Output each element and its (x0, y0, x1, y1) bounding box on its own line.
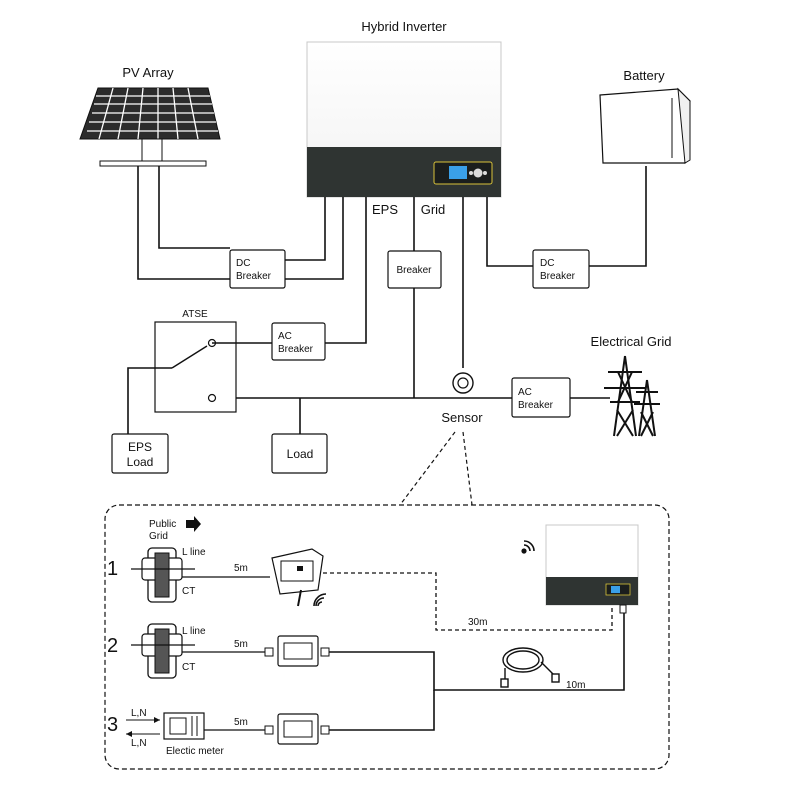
ct-clamp-icon (141, 547, 183, 603)
inverter-small-icon (545, 524, 639, 614)
row-2-ct-label: CT (182, 662, 195, 673)
solar-panel-icon (79, 87, 221, 167)
row-3-ln-bottom: L,N (131, 738, 147, 749)
distance-10m: 10m (566, 680, 585, 691)
dc-breaker-pv-line2: Breaker (236, 271, 272, 282)
wireless-meter-icon (271, 548, 324, 607)
ac-breaker-eps: AC Breaker (271, 322, 326, 361)
inverter-screen (449, 166, 467, 179)
ac-breaker-grid: AC Breaker (511, 377, 571, 418)
sensor-label: Sensor (441, 410, 483, 425)
callout-line-left (399, 431, 456, 506)
grid-breaker: Breaker (387, 250, 442, 289)
callout-line-right (462, 431, 473, 506)
public-grid-line2: Grid (149, 531, 168, 542)
wifi-signal-icon (313, 593, 327, 607)
grid-breaker-label: Breaker (396, 265, 432, 276)
battery-icon (599, 87, 691, 164)
electric-meter-icon (163, 712, 205, 740)
dc-breaker-pv: DC Breaker (229, 249, 286, 289)
load-box: Load (271, 433, 328, 474)
row-1-distance: 5m (234, 563, 248, 574)
atse-switch (154, 321, 237, 413)
grid-port-label: Grid (421, 202, 446, 217)
hybrid-inverter (306, 41, 502, 198)
link-30m (323, 572, 613, 631)
inverter-title: Hybrid Inverter (361, 19, 447, 34)
electrical-grid-title: Electrical Grid (591, 334, 672, 349)
transmission-tower-icon (604, 355, 660, 437)
eps-load-line1: EPS (128, 440, 152, 454)
row-1-line-label: L line (182, 547, 206, 558)
dc-breaker-battery: DC Breaker (532, 249, 590, 289)
ct-clamp-icon (141, 623, 183, 679)
row-3-distance: 5m (234, 717, 248, 728)
row-2-number: 2 (107, 635, 118, 657)
row-1-ct-label: CT (182, 586, 195, 597)
eps-load-line2: Load (127, 455, 154, 469)
rj45-coupler-icon (277, 635, 319, 667)
inverter-keypad-icon (473, 168, 483, 178)
ac-breaker-eps-line1: AC (278, 331, 292, 342)
row-2-distance: 5m (234, 639, 248, 650)
load-label: Load (287, 447, 314, 461)
ac-breaker-grid-line1: AC (518, 387, 532, 398)
atse-label: ATSE (182, 309, 208, 320)
ac-breaker-eps-line2: Breaker (278, 344, 314, 355)
pv-array-title: PV Array (122, 65, 174, 80)
row-3-number: 3 (107, 714, 118, 736)
battery-title: Battery (623, 68, 665, 83)
row-1-number: 1 (107, 558, 118, 580)
public-grid-line1: Public (149, 519, 176, 530)
sensor-icon (452, 372, 474, 394)
dc-breaker-battery-line2: Breaker (540, 271, 576, 282)
ethernet-cable-icon (500, 647, 560, 688)
eps-load-box: EPS Load (111, 433, 169, 474)
rj45-coupler-icon (277, 713, 319, 745)
row-2-line-label: L line (182, 626, 206, 637)
ac-breaker-grid-line2: Breaker (518, 400, 554, 411)
dc-breaker-battery-line1: DC (540, 258, 554, 269)
eps-port-label: EPS (372, 202, 398, 217)
detail-panel (104, 504, 670, 770)
wifi-icon (521, 540, 535, 554)
distance-30m: 30m (468, 617, 487, 628)
dc-breaker-pv-line1: DC (236, 258, 250, 269)
arrow-right-icon (186, 516, 201, 532)
upper-wiring (127, 166, 647, 434)
row-3-ln-top: L,N (131, 708, 147, 719)
electric-meter-label: Electic meter (166, 746, 224, 757)
